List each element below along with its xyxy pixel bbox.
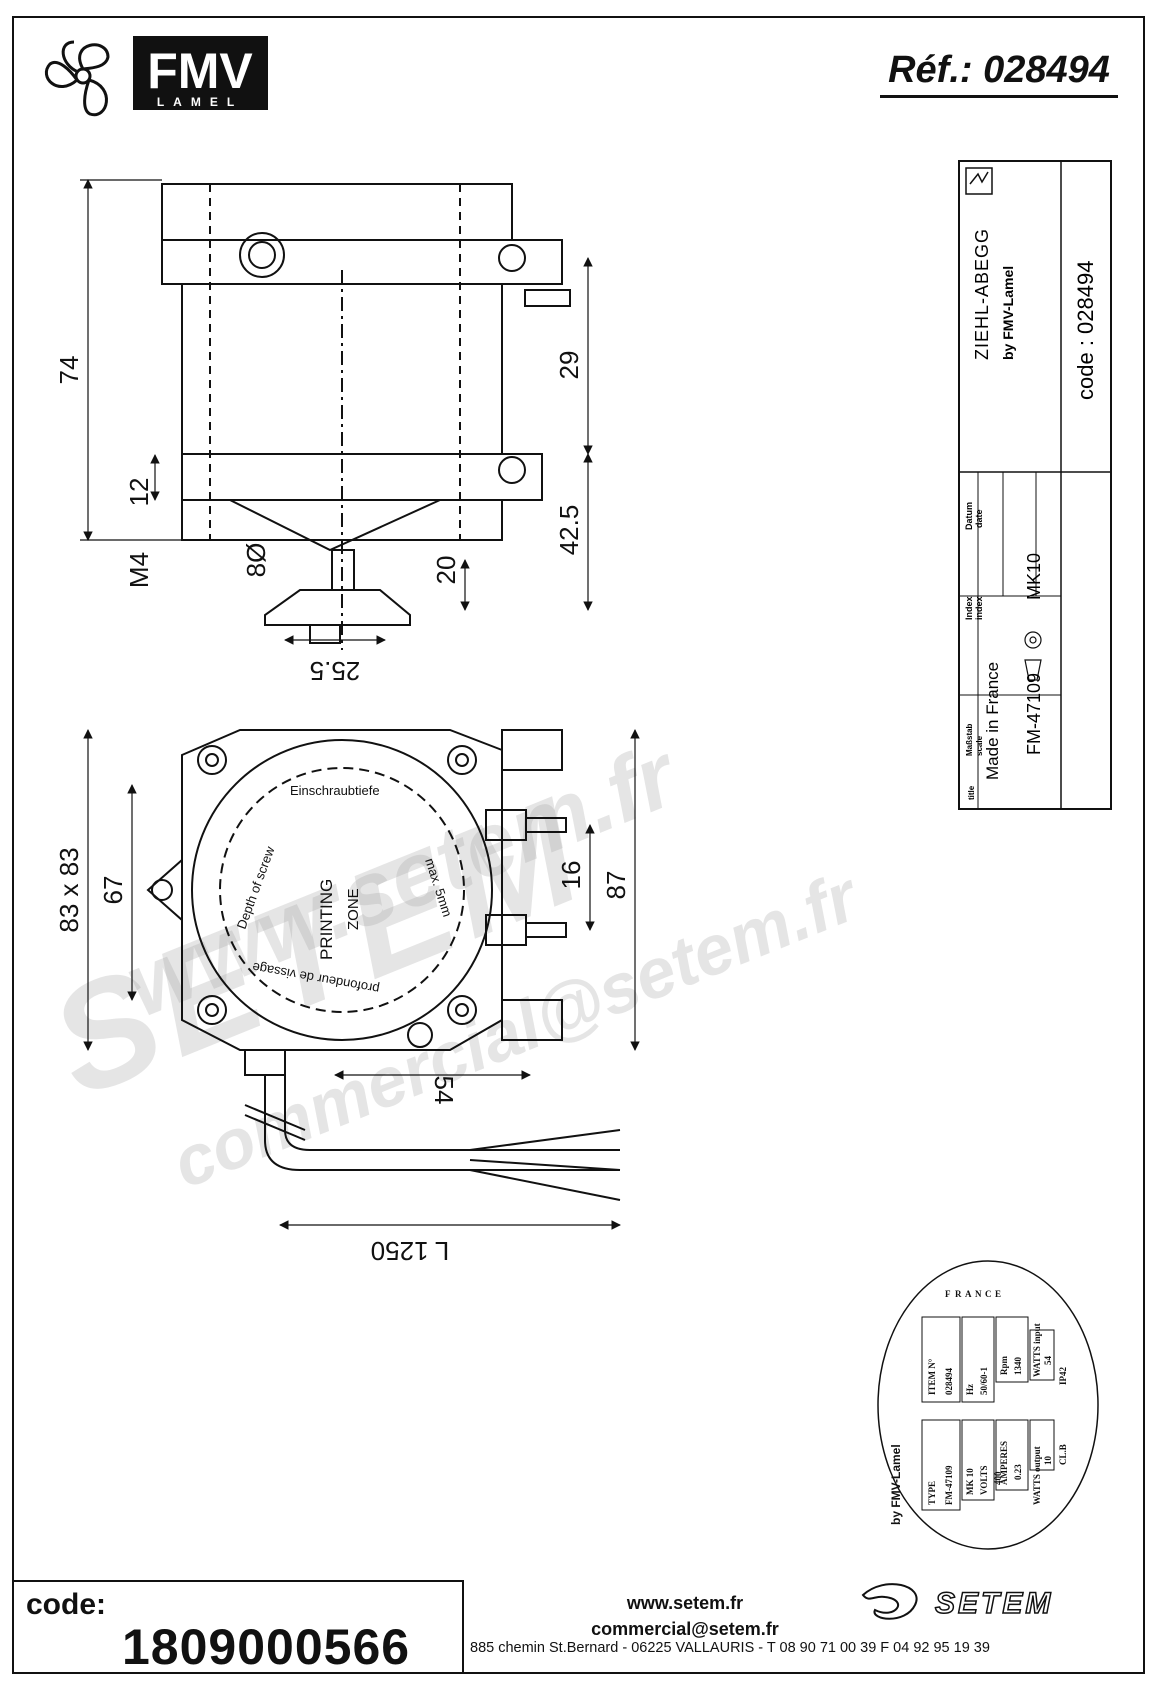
- dim-shaft: 8Ø: [241, 543, 271, 578]
- svg-text:CL.B: CL.B: [1058, 1444, 1068, 1465]
- model-text: FM-47109: [1024, 673, 1044, 755]
- svg-text:VOLTS: VOLTS: [979, 1465, 989, 1495]
- dim-67: 67: [98, 876, 128, 905]
- depth-fr-label: profondeur de vissage: [251, 960, 380, 997]
- svg-text:title: title: [967, 785, 976, 800]
- svg-text:ITEM N°: ITEM N°: [927, 1358, 937, 1395]
- dim-m4: M4: [124, 552, 154, 588]
- setem-swoosh-icon: [861, 1583, 918, 1620]
- svg-text:Hz: Hz: [965, 1384, 975, 1395]
- setem-logo-text: SETEM: [935, 1587, 1053, 1620]
- svg-text:C: C: [985, 1289, 992, 1299]
- motor-front-face: [191, 739, 493, 1041]
- maker-text: ZIEHL-ABEGG: [972, 228, 992, 360]
- printing-label: PRINTING: [317, 879, 336, 960]
- logo-lamel-text: LAMEL: [157, 95, 243, 109]
- code-value: 1809000566: [122, 1619, 411, 1675]
- code-label: code:: [26, 1588, 107, 1621]
- svg-text:1340: 1340: [1013, 1357, 1023, 1376]
- max-label: max. 5mm: [422, 856, 455, 918]
- svg-text:by FMV-Lamel: by FMV-Lamel: [889, 1444, 903, 1525]
- svg-text:028494: 028494: [944, 1368, 954, 1396]
- projection-icon: [1024, 631, 1042, 681]
- svg-text:IP42: IP42: [1058, 1367, 1068, 1386]
- made-in-text: Made in France: [983, 662, 1002, 780]
- dim-74: 74: [54, 356, 84, 385]
- setem-logo: SETEM: [861, 1583, 1053, 1621]
- dim-12: 12: [124, 478, 154, 507]
- svg-text:10: 10: [1043, 1456, 1053, 1466]
- svg-text:Maßstab: Maßstab: [965, 723, 974, 756]
- svg-text:AMPERES: AMPERES: [999, 1441, 1009, 1485]
- dim-42-5: 42.5: [554, 505, 584, 556]
- contact-block: www.setem.fr commercial@setem.fr: [520, 1590, 850, 1642]
- code-text: code : 028494: [1073, 261, 1098, 400]
- svg-text:A: A: [965, 1289, 972, 1299]
- svg-text:TYPE: TYPE: [927, 1481, 937, 1505]
- motor-front-housing: [181, 729, 503, 1051]
- depth-de-label: Einschraubtiefe: [290, 783, 380, 798]
- email-link[interactable]: commercial@setem.fr: [591, 1619, 779, 1639]
- svg-text:WATTS output: WATTS output: [1032, 1446, 1042, 1505]
- svg-text:0.23: 0.23: [1013, 1464, 1023, 1480]
- dim-29: 29: [554, 351, 584, 380]
- svg-text:scale: scale: [975, 735, 984, 756]
- svg-text:date: date: [974, 509, 984, 528]
- drawing-frame: [12, 16, 1145, 1674]
- svg-text:400: 400: [993, 1471, 1003, 1485]
- dim-87: 87: [601, 871, 631, 900]
- logo-fmv-text: FMV: [147, 43, 253, 99]
- svg-text:index: index: [974, 596, 984, 620]
- fan-hub: [264, 589, 411, 626]
- title-block: ZIEHL-ABEGG by FMV-Lamel code : 028494 D…: [958, 160, 1112, 810]
- svg-text:Datum: Datum: [964, 502, 974, 530]
- svg-text:E: E: [995, 1289, 1001, 1299]
- dim-54: 54: [429, 1076, 459, 1105]
- technical-drawing: 74 29 12 42.5 M4 8Ø 20 25.5 83 x 83 67 8…: [54, 179, 640, 1266]
- fmv-lamel-logo: FMV LAMEL: [44, 36, 268, 117]
- ziehl-abegg-icon: [965, 167, 993, 195]
- svg-text:Rpm: Rpm: [999, 1355, 1009, 1375]
- company-address: 885 chemin St.Bernard - 06225 VALLAURIS …: [470, 1640, 990, 1656]
- svg-text:F: F: [945, 1289, 951, 1299]
- website-link[interactable]: www.setem.fr: [626, 1593, 744, 1613]
- svg-text:FM-47109: FM-47109: [944, 1465, 954, 1505]
- svg-text:N: N: [975, 1289, 982, 1299]
- svg-text:54: 54: [1043, 1356, 1053, 1366]
- svg-text:50/60-1: 50/60-1: [979, 1367, 989, 1395]
- dim-20: 20: [431, 556, 461, 585]
- zone-label: ZONE: [345, 888, 362, 930]
- dim-cable: L 1250: [371, 1236, 450, 1266]
- fan-icon: [44, 40, 110, 117]
- dim-16: 16: [556, 861, 586, 890]
- terminal-pin: [524, 289, 571, 307]
- reference-number: Réf.: 028494: [880, 45, 1118, 98]
- by-text: by FMV-Lamel: [1000, 266, 1016, 360]
- dim-83x83: 83 x 83: [54, 847, 84, 932]
- variant-text: MK10: [1024, 553, 1044, 600]
- svg-text:R: R: [955, 1289, 962, 1299]
- code-box: code: 1809000566: [12, 1580, 464, 1675]
- svg-text:Index: Index: [964, 596, 974, 620]
- depth-en-label: Depth of screw: [234, 844, 278, 931]
- dim-25-5: 25.5: [310, 656, 361, 686]
- svg-text:MK 10: MK 10: [965, 1468, 975, 1495]
- svg-text:WATTS input: WATTS input: [1032, 1323, 1042, 1377]
- nameplate-label: by FMV-Lamel ITEM N° 028494 Hz 50/60-1 R…: [877, 1260, 1099, 1550]
